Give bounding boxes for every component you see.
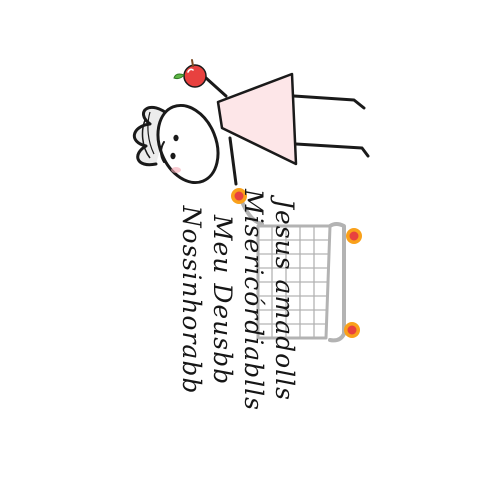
apple-icon <box>173 59 207 88</box>
phrase-lines: Jesus amadolls Misericórdiablls Meu Deus… <box>176 189 300 411</box>
cart-wheel-bottom <box>344 322 360 338</box>
smile <box>160 141 165 163</box>
phrase-line-2: Misericórdiablls <box>239 189 268 411</box>
shopping-cart-icon <box>231 188 362 343</box>
cart-wheel-handle <box>231 188 247 204</box>
phrase-line-1: Jesus amadolls <box>270 199 299 401</box>
eye-left <box>170 152 176 160</box>
cart-chassis <box>328 222 346 343</box>
leg-right <box>294 142 370 158</box>
phrase-line-3: Meu Deusbb <box>208 214 237 386</box>
eye-right <box>173 134 179 142</box>
cart-wheel-top <box>346 228 362 244</box>
phrase-line-4: Nossinhorabb <box>177 205 206 395</box>
blush <box>171 167 181 173</box>
arm-down <box>228 136 238 186</box>
arm-up <box>204 76 228 98</box>
dress <box>216 72 298 166</box>
leg-left <box>292 94 366 110</box>
stick-girl-illustration <box>133 72 370 186</box>
